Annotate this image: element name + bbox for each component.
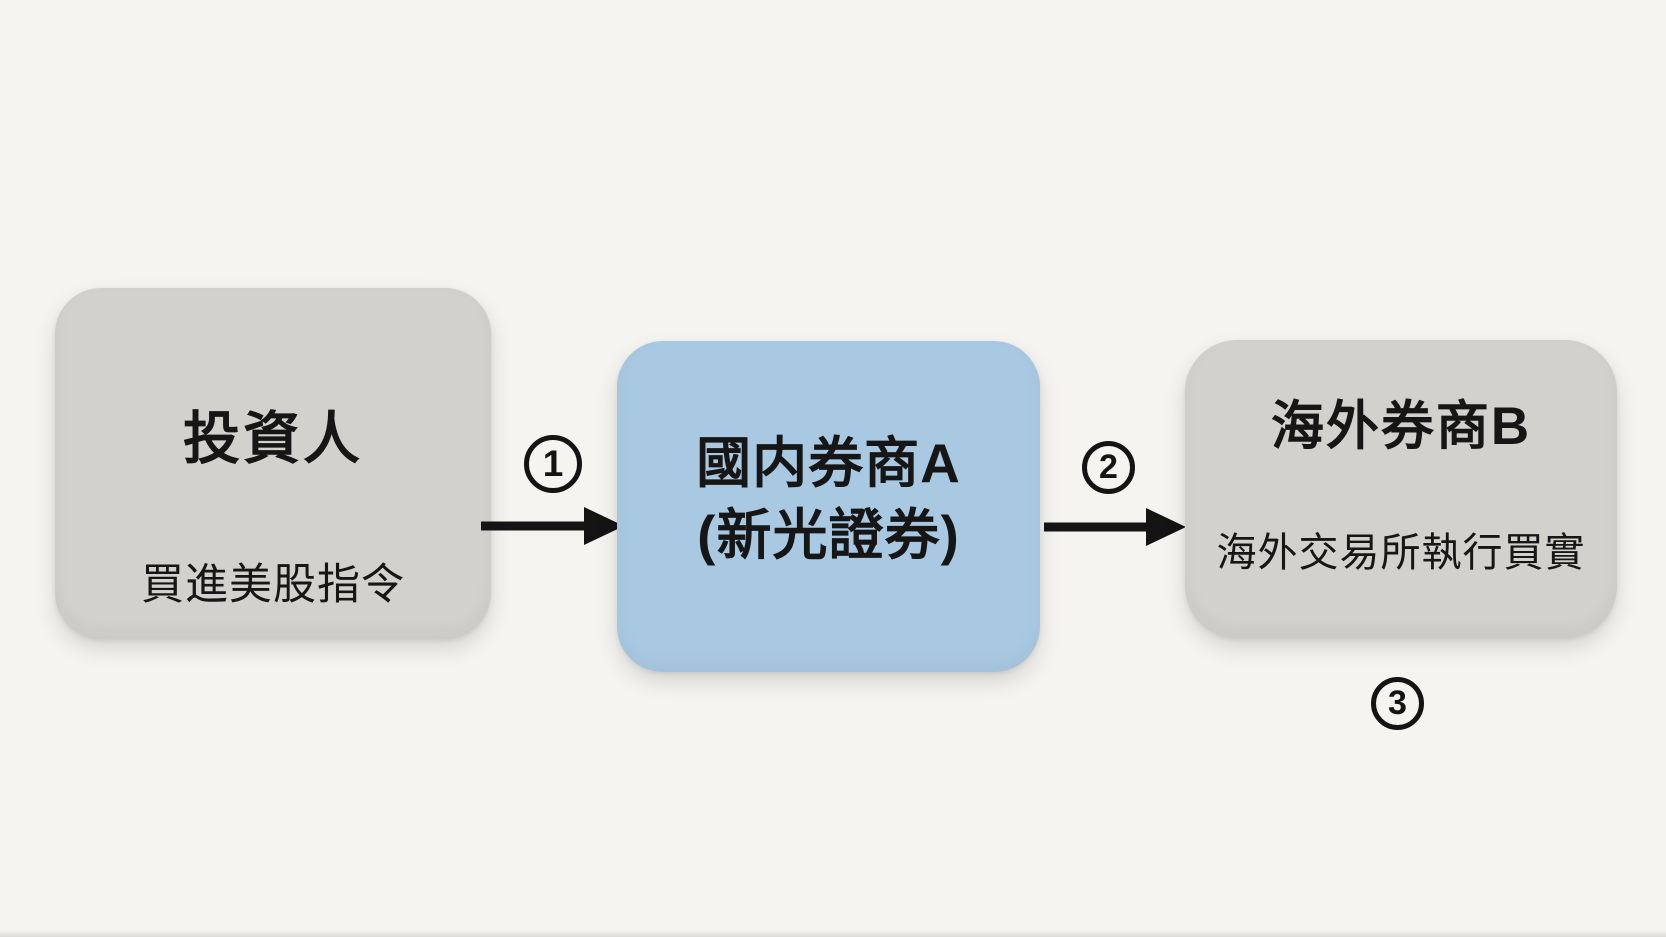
investor-subtitle: 買進美股指令: [141, 561, 405, 609]
step-3-circle-icon: 3: [1371, 677, 1424, 730]
node-overseas-broker: 海外券商B 海外交易所執行買實: [1185, 340, 1617, 638]
step-1-circle-icon: 1: [524, 435, 582, 493]
step-2-circle-icon: 2: [1082, 441, 1135, 494]
node-domestic-broker: 國内券商A (新光證券): [617, 341, 1040, 672]
domestic-broker-title-line2: (新光證券): [697, 504, 960, 566]
step-3-number: 3: [1388, 684, 1407, 722]
overseas-broker-title: 海外券商B: [1270, 397, 1532, 456]
step-2-number: 2: [1099, 448, 1118, 486]
domestic-broker-title-line1: 國内券商A: [696, 432, 961, 494]
flow-arrow-2-icon: [1044, 508, 1186, 546]
overseas-broker-subtitle: 海外交易所執行買實: [1216, 531, 1586, 575]
investor-title: 投資人: [183, 407, 363, 471]
step-1-number: 1: [542, 443, 564, 484]
flow-arrow-1-icon: [481, 507, 624, 545]
node-investor: 投資人 買進美股指令: [55, 288, 491, 639]
domestic-broker-title: 國内券商A (新光證券): [617, 427, 1040, 571]
